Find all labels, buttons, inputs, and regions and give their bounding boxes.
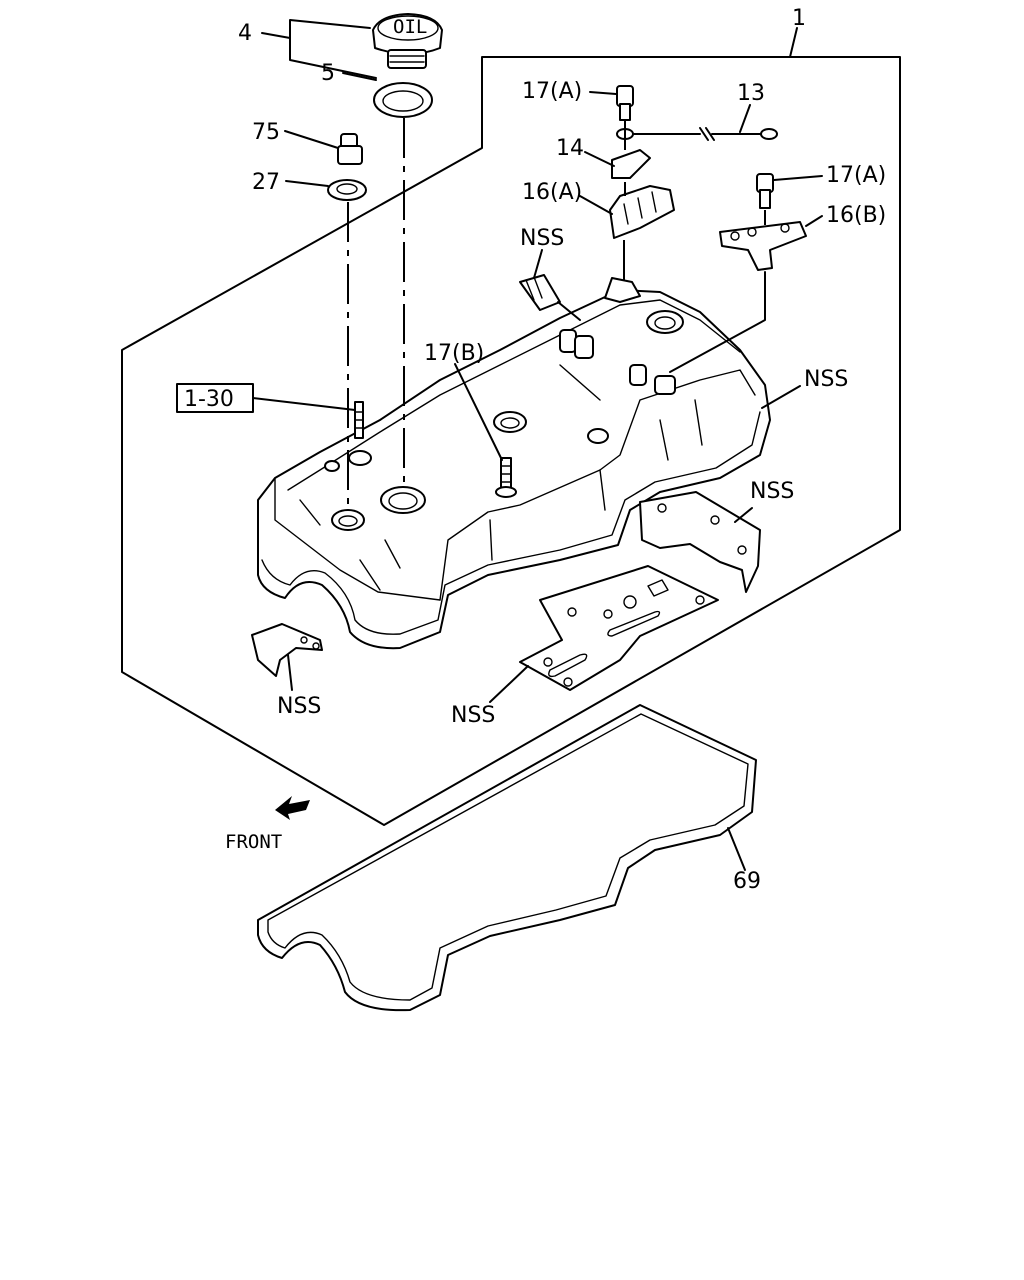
- leader-nss-plate: [489, 665, 529, 703]
- holder-16b: [719, 221, 807, 271]
- leader-1: [789, 27, 798, 58]
- label-5: 5: [321, 61, 335, 86]
- clamp-14: [611, 149, 651, 179]
- label-nss-plate: NSS: [451, 703, 495, 728]
- label-nss-sensor: NSS: [520, 226, 564, 251]
- label-front: FRONT: [225, 831, 282, 853]
- label-14: 14: [556, 136, 584, 161]
- label-17a-top: 17(A): [522, 79, 582, 104]
- bolt-17b: [495, 457, 517, 498]
- sensor: [519, 274, 581, 321]
- leader-69: [727, 827, 746, 871]
- label-16a: 16(A): [522, 180, 582, 205]
- holder-16a: [609, 185, 675, 239]
- nss-plate: [519, 565, 719, 691]
- label-nss-left: NSS: [277, 694, 321, 719]
- leader-13: [739, 104, 751, 133]
- label-75: 75: [252, 120, 280, 145]
- nss-bracket: [639, 491, 761, 593]
- cap-oil-text: OIL: [393, 16, 427, 38]
- leader-nss-left: [287, 654, 293, 691]
- leader-nss-bracket: [734, 507, 753, 523]
- leader-5: [342, 72, 377, 81]
- leader-14: [584, 151, 615, 167]
- leader-75: [284, 130, 339, 149]
- seal-27: [327, 179, 367, 201]
- plug-75: [337, 133, 363, 165]
- cap-gasket: [373, 82, 433, 118]
- bolt-17a-top: [616, 85, 634, 121]
- oil-filler-cap: OIL: [372, 13, 443, 69]
- ground-cable-13: [616, 127, 778, 141]
- label-27: 27: [252, 170, 280, 195]
- label-13: 13: [737, 81, 765, 106]
- leader-16a: [579, 195, 613, 215]
- leader-nss-sensor: [533, 249, 543, 279]
- label-1: 1: [792, 6, 806, 31]
- label-nss-bracket: NSS: [750, 479, 794, 504]
- leader-4-5: [261, 19, 371, 39]
- rocker-cover: [257, 277, 771, 650]
- label-16b: 16(B): [826, 203, 886, 228]
- assembly-boundary: [121, 56, 901, 826]
- label-nss-right: NSS: [804, 367, 848, 392]
- leader-nss-right: [761, 385, 801, 409]
- bolt-17a-right: [756, 173, 774, 209]
- label-17b: 17(B): [424, 341, 484, 366]
- leader-17b: [454, 363, 503, 461]
- leader-27: [285, 180, 329, 187]
- front-arrow-icon: [275, 796, 310, 820]
- label-69: 69: [733, 869, 761, 894]
- nss-left-bracket: [251, 623, 323, 677]
- gasket-69: [257, 704, 757, 1012]
- label-4: 4: [238, 21, 252, 46]
- label-ref-box: 1-30: [184, 387, 234, 412]
- leader-16b: [805, 215, 823, 227]
- label-17a-right: 17(A): [826, 163, 886, 188]
